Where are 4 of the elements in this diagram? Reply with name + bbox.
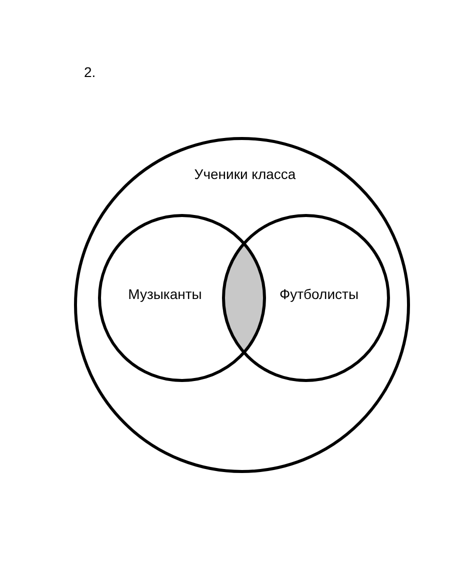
set-label: Ученики класса — [194, 166, 296, 182]
set-label: Футболисты — [279, 286, 359, 302]
set-label: Музыканты — [128, 286, 202, 302]
item-number: 2. — [84, 64, 96, 80]
